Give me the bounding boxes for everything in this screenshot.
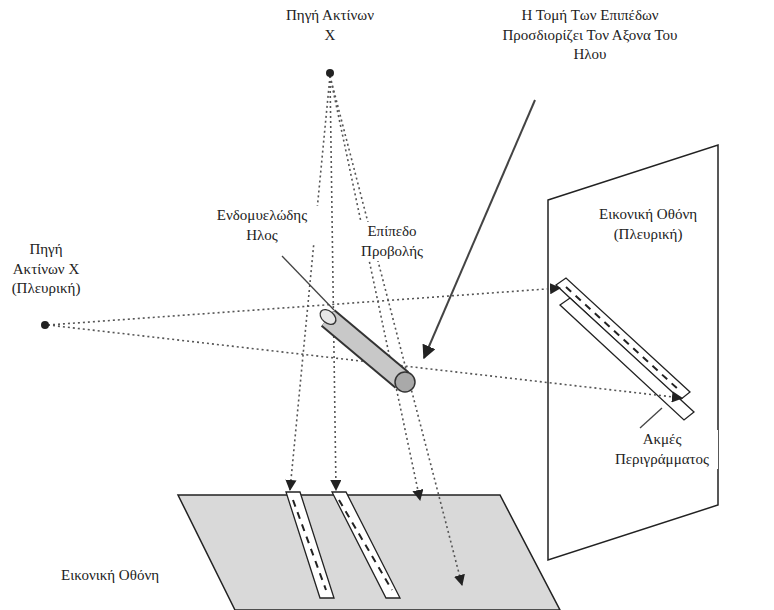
leader-line (282, 256, 334, 310)
intramedullary-nail (317, 307, 415, 392)
nail-projection (286, 492, 400, 598)
xray-source (326, 69, 334, 77)
label: Πηγή Ακτίνων Χ (Πλευρική) (3, 240, 89, 299)
label: Επίπεδο Προβολής (350, 222, 434, 261)
label: Εικονική Οθόνη (35, 566, 185, 586)
leader-line (640, 408, 662, 428)
callout-arrow (424, 100, 535, 358)
label: Ενδομυελώδης Ηλος (203, 206, 321, 245)
label: Πηγή Ακτίνων Χ (285, 6, 375, 45)
label: Εικονική Οθόνη (Πλευρική) (588, 205, 708, 244)
xray-source-lateral (41, 321, 49, 329)
label: Ακμές Περιγράμματος (606, 430, 718, 469)
label: Η Τομή Των Επιπέδων Προσδιορίζει Τον Αξο… (488, 6, 693, 65)
xray-rays-lateral (48, 288, 682, 398)
nail-projection-lateral (556, 278, 694, 420)
lateral-screen (548, 145, 718, 560)
